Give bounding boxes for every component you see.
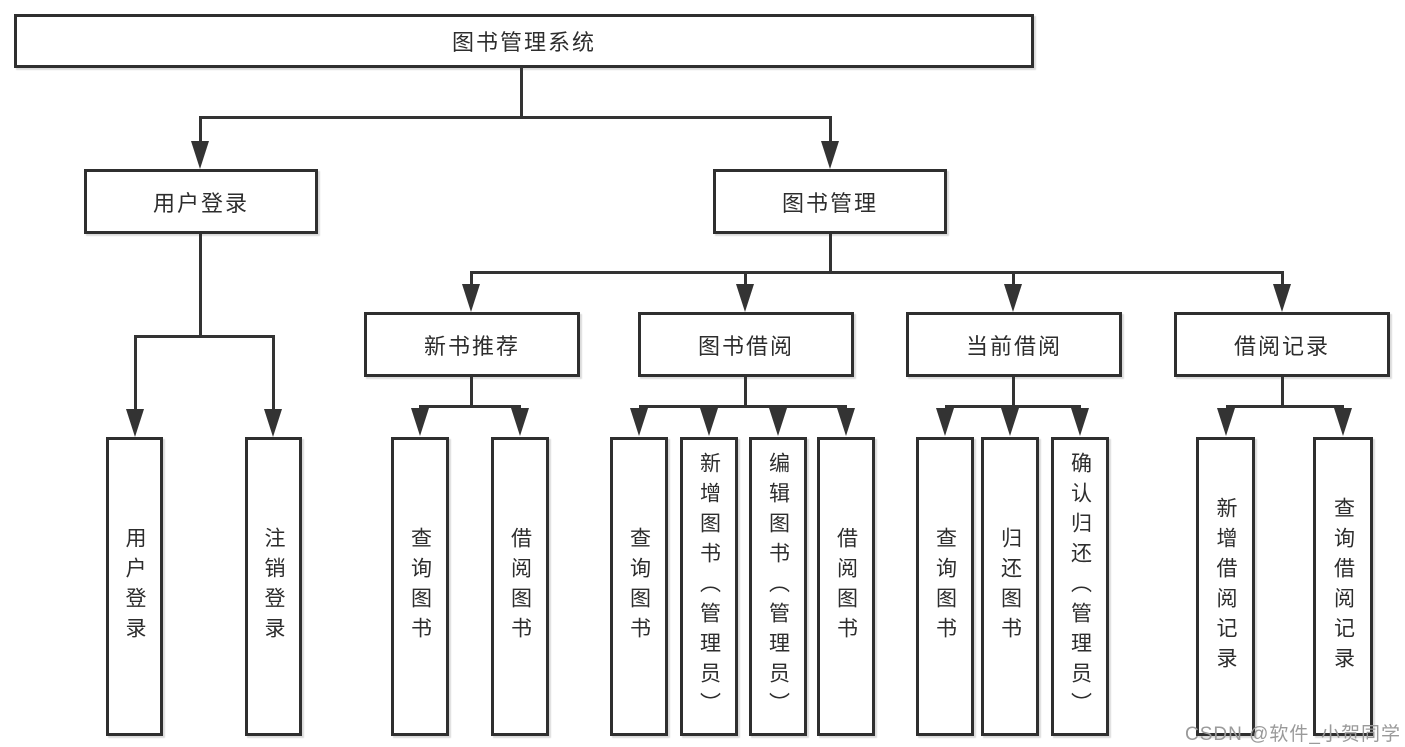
- leaf-add-borrow-record: 新增借阅记录: [1196, 437, 1255, 736]
- leaf-logout: 注销登录: [245, 437, 302, 736]
- node-library-management-system: 图书管理系统: [14, 14, 1034, 68]
- arrow-down-icon: [264, 409, 282, 437]
- node-label: 当前借阅: [965, 333, 1062, 359]
- arrow-down-icon: [936, 408, 954, 436]
- arrow-down-icon: [462, 284, 480, 312]
- edge-bar: [945, 405, 1081, 408]
- arrow-down-icon: [511, 408, 529, 436]
- edge-bar: [419, 405, 521, 408]
- watermark: CSDN @软件_小贺同学: [1185, 724, 1401, 745]
- edge-user-login-bar: [134, 335, 275, 338]
- node-label: 用户登录: [152, 190, 249, 216]
- edge-user-login-stem: [199, 116, 202, 143]
- leaf-add-book-admin: 新增图书（管理员）: [680, 437, 738, 736]
- edge-root-bar: [199, 116, 832, 119]
- node-label: 编辑图书（管理员）: [766, 451, 790, 722]
- leaf-edit-book-admin: 编辑图书（管理员）: [749, 437, 807, 736]
- arrow-down-icon: [1334, 408, 1352, 436]
- edge-stem: [1012, 271, 1015, 285]
- node-label: 查询图书: [627, 526, 651, 647]
- arrow-down-icon: [1273, 284, 1291, 312]
- arrow-down-icon: [126, 409, 144, 437]
- arrow-down-icon: [769, 408, 787, 436]
- leaf-borrow-books-recommend: 借阅图书: [491, 437, 549, 736]
- leaf-query-books-current: 查询图书: [916, 437, 974, 736]
- node-label: 图书借阅: [697, 333, 794, 359]
- edge-stem: [134, 335, 137, 409]
- leaf-user-login: 用户登录: [106, 437, 163, 736]
- arrow-down-icon: [411, 408, 429, 436]
- node-label: 查询图书: [408, 526, 432, 647]
- edge-down: [744, 377, 747, 408]
- arrow-down-icon: [630, 408, 648, 436]
- edge-book-mgmt-stem: [829, 116, 832, 143]
- node-label: 新书推荐: [423, 333, 520, 359]
- edge-stem: [1281, 271, 1284, 285]
- leaf-query-books-borrowing: 查询图书: [610, 437, 668, 736]
- arrow-down-icon: [1071, 408, 1089, 436]
- node-label: 用户登录: [123, 526, 146, 647]
- arrow-down-icon: [1001, 408, 1019, 436]
- node-label: 注销登录: [262, 526, 285, 647]
- edge-down: [1281, 377, 1284, 408]
- node-label: 确认归还（管理员）: [1068, 451, 1092, 722]
- node-label: 查询借阅记录: [1331, 496, 1355, 677]
- edge-bar: [1226, 405, 1344, 408]
- edge-down: [1012, 377, 1015, 408]
- node-label: 借阅图书: [834, 526, 858, 647]
- node-new-book-recommend: 新书推荐: [364, 312, 580, 377]
- node-user-login: 用户登录: [84, 169, 318, 234]
- node-label: 借阅图书: [508, 526, 532, 647]
- edge-stem: [272, 335, 275, 409]
- node-current-borrowing: 当前借阅: [906, 312, 1122, 377]
- node-book-management: 图书管理: [713, 169, 947, 234]
- node-borrowing-records: 借阅记录: [1174, 312, 1390, 377]
- edge-stem: [744, 271, 747, 285]
- arrow-down-icon: [1217, 408, 1235, 436]
- arrow-down-icon: [191, 141, 209, 169]
- edge-root-stem: [520, 67, 523, 117]
- node-label: 归还图书: [998, 526, 1022, 647]
- node-label: 借阅记录: [1233, 333, 1330, 359]
- leaf-query-books-recommend: 查询图书: [391, 437, 449, 736]
- arrow-down-icon: [821, 141, 839, 169]
- node-label: 查询图书: [933, 526, 957, 647]
- node-label: 图书管理系统: [451, 30, 596, 55]
- node-book-borrowing: 图书借阅: [638, 312, 854, 377]
- edge-user-login-down: [199, 234, 202, 337]
- node-label: 新增借阅记录: [1214, 496, 1237, 677]
- arrow-down-icon: [837, 408, 855, 436]
- edge-down: [470, 377, 473, 408]
- leaf-borrow-books-borrowing: 借阅图书: [817, 437, 875, 736]
- arrow-down-icon: [1004, 284, 1022, 312]
- arrow-down-icon: [700, 408, 718, 436]
- node-label: 新增图书（管理员）: [697, 451, 721, 722]
- edge-book-mgmt-bar: [470, 271, 1284, 274]
- leaf-confirm-return-admin: 确认归还（管理员）: [1051, 437, 1109, 736]
- edge-book-mgmt-down: [829, 234, 832, 273]
- edge-stem: [470, 271, 473, 285]
- node-label: 图书管理: [781, 190, 878, 216]
- arrow-down-icon: [736, 284, 754, 312]
- leaf-query-borrow-record: 查询借阅记录: [1313, 437, 1373, 736]
- leaf-return-book: 归还图书: [981, 437, 1039, 736]
- edge-bar: [639, 405, 847, 408]
